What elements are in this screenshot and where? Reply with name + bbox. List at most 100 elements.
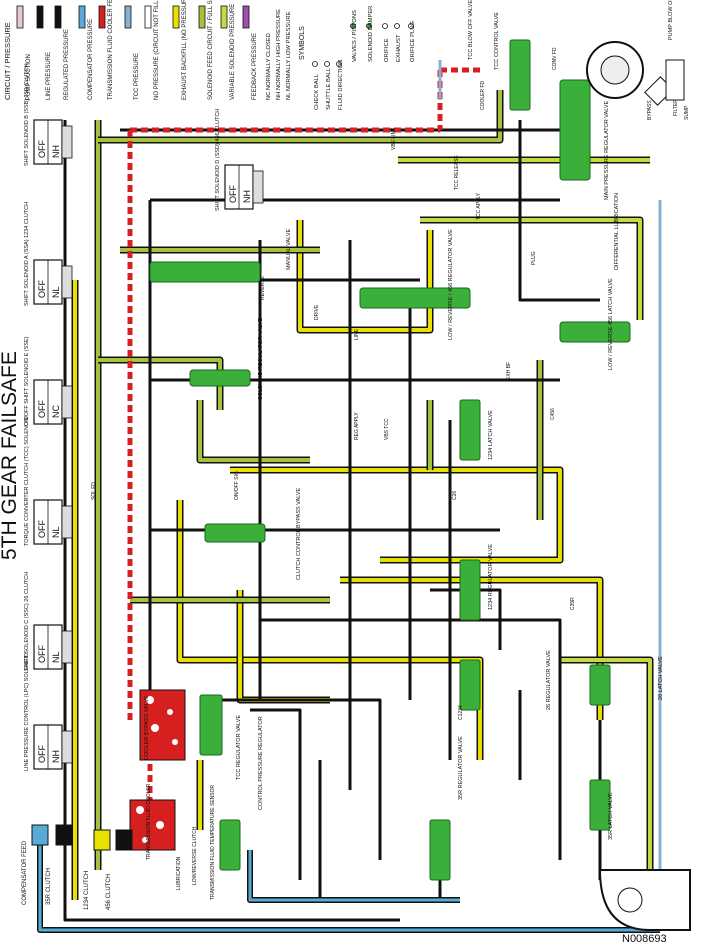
solenoid: OFF NC ON/OFF SHIFT SOLENOID E (SSE) (24, 336, 73, 426)
passage-label: C26 (452, 491, 458, 500)
legend-symbol-label: VALVES / PISTONS (352, 10, 358, 62)
legend-swatch (78, 5, 86, 29)
passage-label: PLUG (531, 251, 537, 265)
passage-label: CONV FD (552, 47, 558, 70)
clutch-piston-icon (55, 824, 73, 846)
legend-symbol-icon (408, 23, 414, 29)
symbols-header: SYMBOLS (299, 26, 306, 60)
legend-label: EXHAUST BACKFILL (NO PRESSURE) (182, 0, 188, 100)
passage-label: VBS LINE (391, 127, 397, 150)
solenoid-mode: NL (51, 526, 61, 538)
valve-label: 26 REGULATOR VALVE (546, 650, 552, 710)
legend-swatch (172, 5, 180, 29)
clutch-label: 35R CLUTCH (46, 868, 52, 905)
legend-swatch (144, 5, 152, 29)
low-reverse-piston (598, 869, 691, 931)
legend-symbol-label: SHUTTLE BALL (326, 67, 332, 110)
solenoid-mode: NC (51, 405, 61, 418)
passage-label: TCC APPLY (476, 192, 482, 220)
legend-symbol-label: ORIFICE PLUG (410, 21, 416, 62)
passage-label: LUBRICATION (176, 856, 182, 890)
solenoid-state: OFF (37, 745, 47, 763)
clutch-label: 456 CLUTCH (106, 874, 112, 910)
clutch-label: 1234 CLUTCH (84, 871, 90, 910)
passage-label: ON/OFF SIG (234, 471, 240, 500)
valve-label: COOLER BYPASS VALVE (144, 695, 150, 760)
valve-label: 26 LATCH VALVE (658, 656, 664, 700)
legend-swatch (124, 5, 132, 29)
valve-label: MAIN PRESSURE REGULATOR VALVE (604, 100, 610, 200)
legend-symbol-icon (366, 23, 372, 29)
valve-label: TCC CONTROL VALVE (494, 12, 500, 70)
valve-label: TCC BLOW OFF VALVE (468, 0, 474, 60)
legend-symbol-label: CHECK BALL (314, 73, 320, 110)
valve-label: DIFFERENTIAL LUBRICATION (614, 193, 620, 270)
passage-label: TRANSMISSION FLUID TEMPERATURE SENSOR (210, 785, 216, 900)
legend-label: PUMP SUCTION (26, 54, 32, 100)
solenoid-label: LINE PRESSURE CONTROL (LPC) SOLENOID (24, 653, 30, 771)
solenoid-coil-icon (61, 265, 73, 299)
passage-label: C456 (550, 408, 556, 420)
legend-symbol-label: EXHAUST (396, 34, 402, 62)
valve-label: 35R REGULATOR VALVE (458, 736, 464, 800)
solenoid-mode: NH (51, 145, 61, 158)
legend-label: NO PRESSURE (CIRCUIT NOT FILLED / VALVE … (154, 0, 160, 100)
valve-label: 1234 REGULATOR VALVE (488, 544, 494, 610)
solenoid-coil-icon (61, 505, 73, 539)
passage-label: SOL FD (91, 482, 97, 500)
passage-label: VBS TCC (384, 418, 390, 440)
legend-symbol-label: SOLENOID DAMPER (368, 6, 374, 62)
legend-label: COMPENSATOR PRESSURE (88, 19, 94, 100)
passage-label: C1234 (458, 705, 464, 720)
pump-assembly (586, 41, 685, 106)
legend-swatch (16, 5, 24, 29)
solenoid-label: ON/OFF SHIFT SOLENOID E (SSE) (24, 336, 30, 426)
solenoid-coil-icon (61, 385, 73, 419)
legend-note: NL NORMALLY LOW PRESSURE (286, 11, 292, 100)
legend-swatch (220, 5, 228, 29)
legend-label: REGULATED PRESSURE (64, 29, 70, 100)
solenoid-coil-icon (252, 170, 264, 204)
passage-label: C35R (570, 597, 576, 610)
compensator-passages (37, 60, 662, 933)
valve-label: TCC REGULATOR VALVE (236, 715, 242, 780)
solenoid-coil-icon (61, 630, 73, 664)
legend-symbol-icon (350, 23, 356, 29)
solenoid-mode: NH (242, 190, 252, 203)
legend-note: NH NORMALLY HIGH PRESSURE (276, 9, 282, 100)
legend-label: VARIABLE SOLENOID PRESSURE (230, 4, 236, 100)
legend-swatch (198, 5, 206, 29)
legend-symbol-label: ORIFICE (384, 38, 390, 62)
passage-label: BYPASS (647, 100, 653, 120)
solenoid-state: OFF (37, 520, 47, 538)
valve-label-group: MAIN PRESSURE REGULATOR VALVE TCC CONTROL… (144, 0, 674, 840)
valve-label: SOLENOID REGULATOR VALVE (258, 318, 264, 400)
legend-swatch (54, 5, 62, 29)
legend-header: CIRCUIT / PRESSURE (3, 22, 12, 100)
valves (149, 39, 631, 881)
solenoid-state: OFF (37, 400, 47, 418)
solenoid-feed-passages (94, 90, 654, 880)
diagram-title: 5TH GEAR FAILSAFE (0, 351, 21, 560)
valve-label: MANUAL VALVE (286, 229, 292, 270)
legend-note: NC NORMALLY CLOSED (266, 33, 272, 100)
valve-label: LOW / REVERSE 456 LATCH VALVE (608, 278, 614, 370)
solenoid-coil-icon (61, 730, 73, 764)
passage-label: REVERSE (260, 275, 266, 300)
valve-label: LOW / REVERSE / 456 REGULATOR VALVE (448, 229, 454, 340)
solenoid-mode: NH (51, 750, 61, 763)
legend-label: TRANSMISSION FLUID COOLER FEED / LUBRICA… (108, 0, 114, 100)
legend-symbol-icon (336, 61, 342, 67)
legend-symbol-icon (324, 61, 330, 67)
legend-swatch (98, 5, 106, 29)
